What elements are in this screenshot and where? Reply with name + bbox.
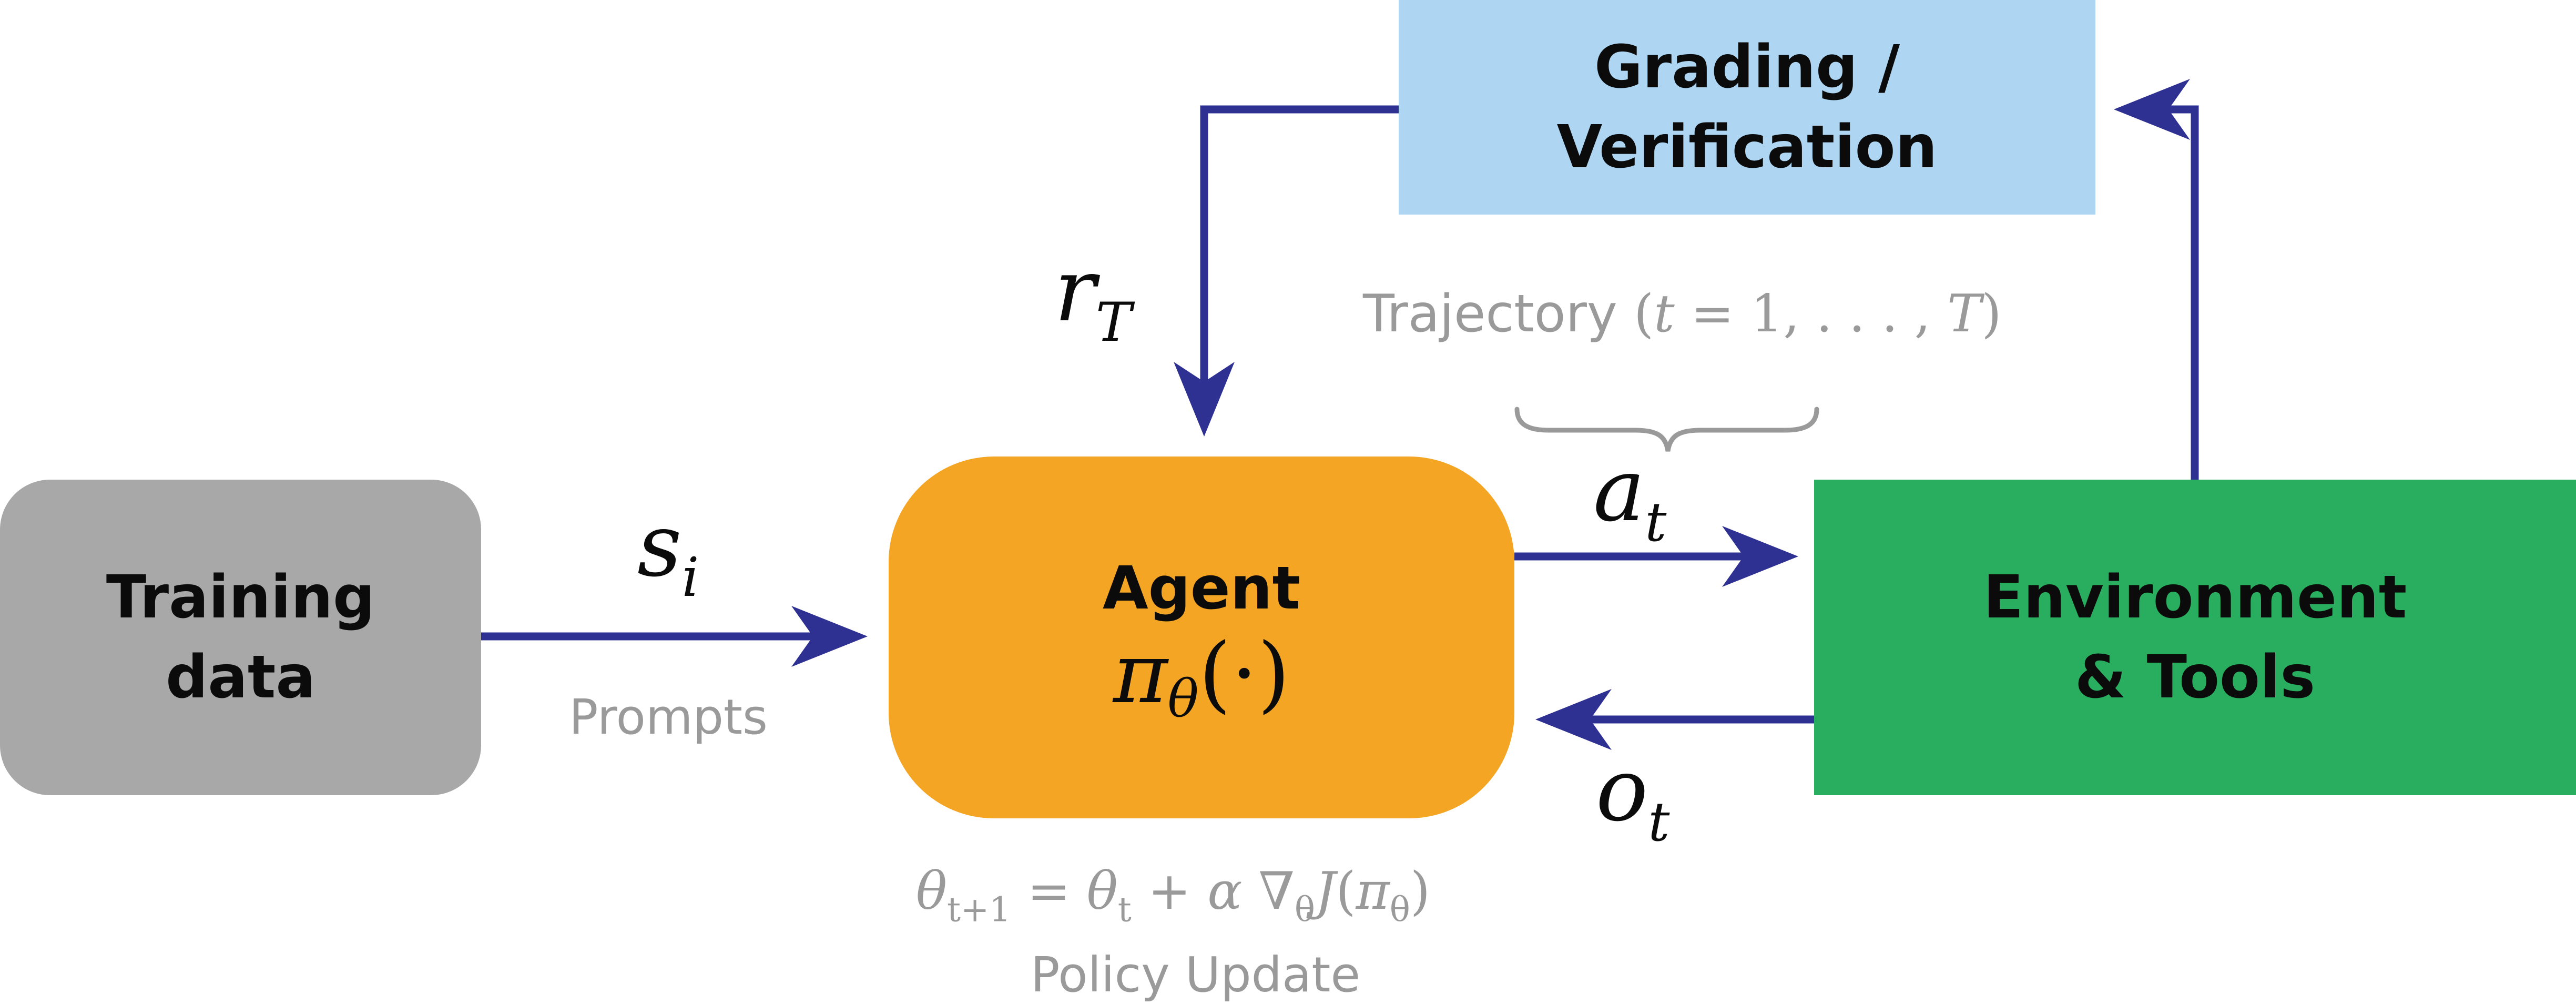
observation-subscript: t: [1648, 790, 1670, 854]
trajectory-open-paren: (: [1634, 284, 1654, 344]
arrowhead-reward: [1174, 362, 1235, 437]
trajectory-brace: [1514, 407, 1819, 452]
grading-label-line1: Grading /: [1594, 33, 1900, 102]
observation-symbol: o: [1596, 739, 1648, 840]
prompts-caption: Prompts: [569, 689, 768, 745]
agent-policy-formula: πθ(·): [1113, 630, 1290, 729]
update-alpha: α: [1207, 861, 1243, 921]
policy-update-formula: θt+1 = θt + α ∇θJ(πθ): [916, 866, 1430, 927]
update-nabla: ∇: [1242, 861, 1295, 921]
reward-label: rT: [1054, 247, 1132, 350]
trajectory-word: Trajectory: [1363, 284, 1617, 344]
policy-argument: (·): [1198, 625, 1290, 722]
environment-tools-box: Environment & Tools: [1814, 480, 2576, 795]
state-symbol: s: [637, 495, 682, 596]
trajectory-label: Trajectory (t = 1, . . . , T): [1363, 288, 2002, 340]
arrowhead-action: [1722, 526, 1798, 587]
action-symbol: a: [1593, 440, 1645, 541]
trajectory-eq: = 1, . . . ,: [1674, 284, 1947, 344]
training-data-label-line1: Training: [106, 563, 375, 632]
trajectory-var: t: [1654, 284, 1675, 344]
arrowhead-prompts: [791, 606, 868, 667]
trajectory-upper: T: [1947, 284, 1982, 344]
arrow-to-grading: [2145, 105, 2199, 480]
update-open-paren: (: [1336, 861, 1356, 921]
trajectory-close-paren: ): [1981, 284, 2002, 344]
update-theta-lhs: θ: [916, 861, 948, 921]
update-nabla-sub: θ: [1294, 890, 1315, 930]
environment-label-line2: & Tools: [2074, 643, 2316, 712]
update-plus: +: [1131, 861, 1208, 921]
update-pi-sub: θ: [1389, 890, 1410, 930]
arrowhead-observation: [1535, 689, 1612, 750]
arrowhead-to-grading: [2114, 79, 2190, 140]
reward-symbol: r: [1054, 240, 1096, 341]
grading-label-line2: Verification: [1556, 113, 1938, 181]
observation-label: ot: [1596, 747, 1669, 849]
state-subscript: i: [681, 546, 699, 609]
arrow-reward: [1200, 105, 1399, 400]
trajectory-range: (t = 1, . . . , T): [1617, 284, 2002, 344]
update-sub-next: t+1: [947, 890, 1011, 930]
grading-verification-box: Grading / Verification: [1399, 0, 2095, 215]
update-pi: π: [1356, 861, 1390, 921]
agent-title: Agent: [1102, 554, 1301, 623]
policy-theta-subscript: θ: [1167, 669, 1199, 729]
update-eq: =: [1011, 861, 1087, 921]
training-data-box: Training data: [0, 480, 481, 795]
environment-label-line1: Environment: [1983, 563, 2407, 632]
action-label: at: [1593, 447, 1666, 550]
update-close-paren: ): [1410, 861, 1431, 921]
update-sub-t: t: [1117, 890, 1132, 930]
update-theta-rhs: θ: [1086, 861, 1118, 921]
training-data-label-line2: data: [166, 643, 315, 712]
agent-box: Agent πθ(·): [889, 457, 1514, 818]
state-label: si: [637, 502, 699, 605]
policy-pi: π: [1113, 625, 1168, 722]
update-J: J: [1315, 861, 1336, 921]
action-subscript: t: [1645, 491, 1667, 554]
policy-update-caption: Policy Update: [1031, 947, 1361, 1003]
reward-subscript: T: [1095, 291, 1132, 354]
